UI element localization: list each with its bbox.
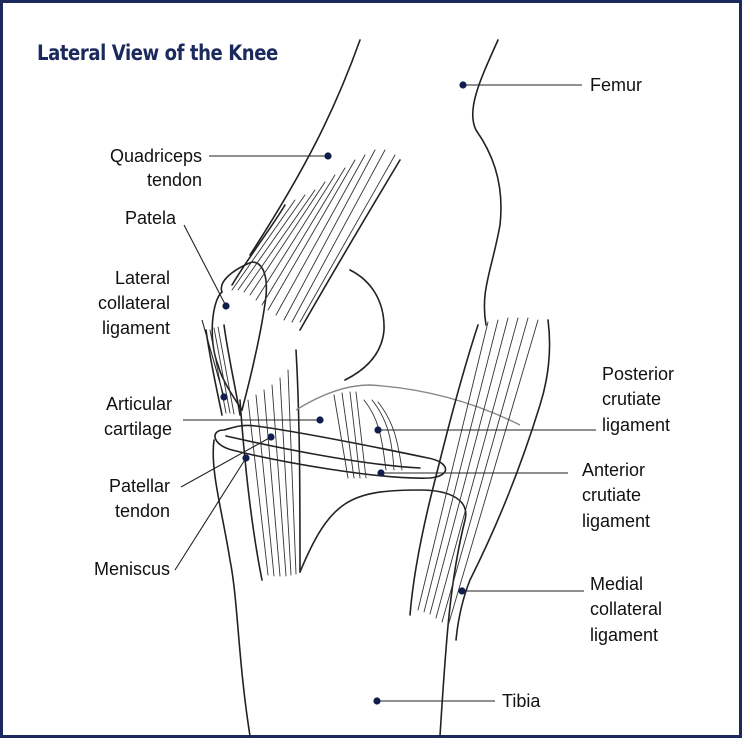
patellar-tendon-marker — [267, 433, 274, 440]
label-mcl-line1: Medial — [590, 574, 643, 594]
label-lcl-line3: ligament — [102, 318, 170, 338]
label-quadriceps-line1: Quadriceps — [110, 146, 202, 166]
label-mcl-line2: collateral — [590, 599, 662, 619]
patela-marker — [222, 302, 229, 309]
lateral-collateral-ligament — [206, 325, 240, 415]
anterior-cruciate-marker — [377, 469, 384, 476]
label-cartilage-line1: Articular — [106, 394, 172, 414]
lateral-collateral-marker — [220, 393, 227, 400]
quadriceps-tendon-fibers — [232, 150, 400, 330]
labels: Femur Quadriceps tendon Patela Lateral c… — [94, 75, 674, 711]
medial-collateral-marker — [458, 587, 465, 594]
leader-lines — [175, 85, 596, 701]
label-pcl-line1: Posterior — [602, 364, 674, 384]
label-pcl-line3: ligament — [602, 415, 670, 435]
meniscus-marker — [242, 454, 249, 461]
label-patellar-tendon-line1: Patellar — [109, 476, 170, 496]
label-lcl-line2: collateral — [98, 293, 170, 313]
label-quadriceps-line2: tendon — [147, 170, 202, 190]
posterior-cruciate-marker — [374, 426, 381, 433]
label-patellar-tendon-line2: tendon — [115, 501, 170, 521]
femur-marker — [459, 81, 466, 88]
cartilage-marker — [316, 416, 323, 423]
label-lcl-line1: Lateral — [115, 268, 170, 288]
femoral-condyle — [345, 270, 384, 380]
medial-collateral-ligament — [410, 318, 550, 640]
label-meniscus: Meniscus — [94, 559, 170, 579]
tibia-outline — [213, 440, 466, 736]
tibia-marker — [373, 697, 380, 704]
label-acl-line1: Anterior — [582, 460, 645, 480]
label-acl-line3: ligament — [582, 511, 650, 531]
articular-cartilage — [296, 385, 520, 425]
label-acl-line2: crutiate — [582, 485, 641, 505]
quadriceps-marker — [324, 152, 331, 159]
meniscus — [215, 425, 446, 478]
label-patela: Patela — [125, 208, 177, 228]
label-femur: Femur — [590, 75, 642, 95]
label-cartilage-line2: cartilage — [104, 419, 172, 439]
label-tibia: Tibia — [502, 691, 541, 711]
label-pcl-line2: crutiate — [602, 389, 661, 409]
label-mcl-line3: ligament — [590, 625, 658, 645]
